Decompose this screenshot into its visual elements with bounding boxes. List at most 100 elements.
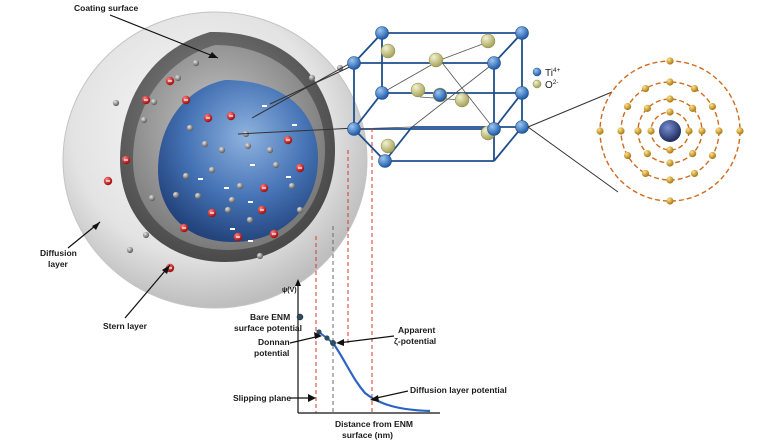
o-atom (380, 43, 396, 59)
cation-sign (168, 267, 172, 269)
x-axis-label-1: Distance from ENM (335, 419, 413, 429)
coating-surface-label: Coating surface (74, 3, 139, 13)
coating-arrowhead (208, 52, 218, 58)
lattice-edge (353, 92, 383, 130)
lattice-bond (381, 59, 441, 94)
apparent-zeta-point (330, 340, 336, 346)
cation-sign (184, 99, 188, 101)
electron (689, 150, 697, 158)
lattice-edge (493, 32, 523, 64)
anion (244, 142, 252, 150)
surface-charge (230, 228, 235, 230)
electron (666, 146, 674, 154)
anion (194, 192, 202, 200)
anion (208, 166, 216, 174)
anion (186, 124, 194, 132)
diffusion-potential-curve (332, 342, 431, 413)
ti-atom (515, 86, 529, 100)
apparent-label-1: Apparent (398, 325, 435, 335)
projection-lines (315, 128, 373, 413)
slipping-plane-label: Slipping plane (233, 393, 291, 403)
cation-sign (210, 212, 214, 214)
electron (596, 127, 604, 135)
ti-atom (347, 56, 361, 70)
electron (643, 104, 651, 112)
ti-legend-swatch (532, 67, 542, 77)
electron (666, 57, 674, 65)
donnan-label-1: Donnan (258, 337, 290, 347)
slipping-arrowhead (308, 394, 316, 402)
lattice-edge (493, 126, 523, 162)
stern-pointer (124, 264, 171, 319)
nucleus (659, 120, 681, 142)
bare-enm-point (296, 313, 304, 321)
surface-charge (248, 240, 253, 242)
anion (174, 74, 182, 82)
electron (736, 127, 744, 135)
anion (182, 172, 190, 180)
anion (150, 98, 158, 106)
surface-charge (262, 105, 267, 107)
ti-atom (515, 120, 529, 134)
electron (666, 108, 674, 116)
o-atom (454, 92, 470, 108)
cation-sign (229, 115, 233, 117)
anion (288, 182, 296, 190)
stern-arrowhead (162, 265, 170, 274)
anion (236, 182, 244, 190)
lattice-bond (353, 126, 413, 130)
cation-sign (124, 159, 128, 161)
diffusion-layer-label-2: layer (48, 259, 69, 269)
electron (634, 127, 642, 135)
ti-legend-label: Ti4+ (545, 67, 561, 79)
coating-pointer (109, 14, 219, 59)
electron (641, 169, 650, 178)
cation-sign (206, 117, 210, 119)
ion-group (103, 59, 344, 273)
lattice-bond (439, 41, 489, 61)
anion (126, 246, 134, 254)
tio2-unit-cell (347, 26, 529, 168)
lattice-edge (353, 128, 386, 162)
enm-core (158, 80, 318, 242)
anion (256, 252, 264, 260)
o-legend-swatch (532, 79, 542, 89)
cation-sign (168, 80, 172, 82)
surface-charge (292, 124, 297, 126)
electron (715, 127, 723, 135)
cation-sign (236, 236, 240, 238)
anion (246, 216, 254, 224)
o-atom (428, 52, 444, 68)
electron (617, 127, 625, 135)
surface-charge (250, 164, 255, 166)
apparent-pointer (337, 335, 395, 344)
o-atom (410, 82, 426, 98)
y-axis-label: ψ(V) (282, 287, 297, 294)
electron (666, 176, 674, 184)
surface-charge (286, 176, 291, 178)
potential-graph: ψ(V) (282, 279, 440, 414)
zoom-lines-lattice-to-atom (527, 91, 619, 193)
lattice-edge (493, 92, 523, 130)
anion (218, 146, 226, 154)
electron (641, 84, 650, 93)
annotations: Coating surface Diffusion layer Stern la… (40, 3, 507, 440)
cutaway (120, 31, 335, 262)
surface-charge (224, 187, 229, 189)
lattice-bond (411, 62, 495, 128)
electron (643, 150, 651, 158)
stern-layer-label: Stern layer (103, 321, 148, 331)
electron (623, 102, 632, 111)
cation-sign (182, 227, 186, 229)
electron (623, 151, 632, 160)
anion (308, 74, 316, 82)
anion (266, 146, 274, 154)
cation-sign (262, 187, 266, 189)
bare-enm-label-2: surface potential (234, 323, 302, 333)
ti-atom (487, 122, 501, 136)
electron (708, 102, 717, 111)
electron (690, 84, 699, 93)
anion (112, 99, 120, 107)
donnan-point-1 (316, 329, 322, 335)
